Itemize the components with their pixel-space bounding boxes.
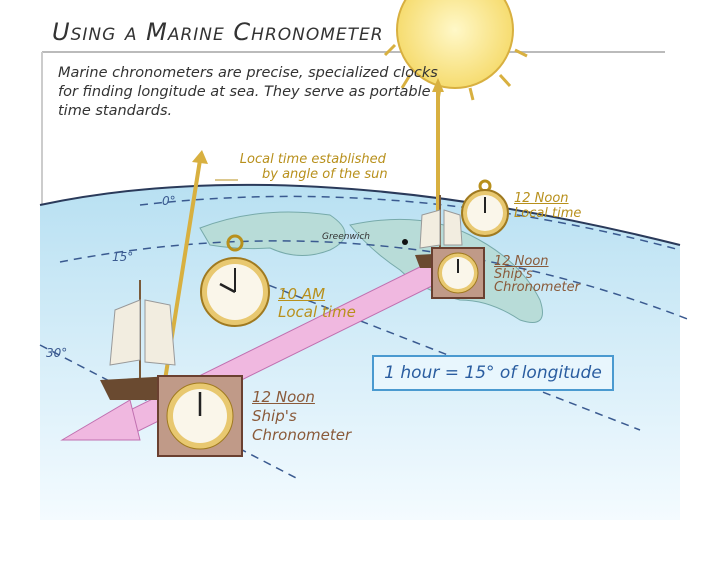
intro-text: Marine chronometers are precise, special… bbox=[58, 65, 438, 119]
route-arrowhead bbox=[60, 399, 141, 441]
pocket-watch-10am-icon bbox=[200, 234, 270, 327]
sun-label-line1: Local time established bbox=[239, 152, 386, 167]
greenwich-label: Greenwich bbox=[322, 232, 370, 242]
globe-horizon bbox=[39, 183, 681, 246]
right-chrono-line3: Chronometer bbox=[494, 280, 580, 295]
latitude-label-15: 15° bbox=[112, 250, 134, 264]
ship-left-icon bbox=[100, 280, 190, 400]
meridian-line bbox=[229, 269, 641, 431]
left-chrono-line1: 12 Noon bbox=[252, 388, 315, 406]
page-title: Using a Marine Chronometer bbox=[52, 18, 384, 46]
left-chrono-line3: Chronometer bbox=[252, 426, 352, 444]
ship-chronometer-right-icon bbox=[431, 247, 485, 299]
pocket-watch-noon-icon bbox=[461, 179, 509, 237]
left-local-time-label: 10 AM Local time bbox=[278, 285, 356, 321]
latitude-label-0: 0° bbox=[162, 194, 176, 208]
latitude-0 bbox=[139, 195, 681, 251]
left-chronometer-label: 12 Noon Ship's Chronometer bbox=[252, 388, 351, 445]
sun-angle-label: Local time established by angle of the s… bbox=[238, 152, 388, 182]
latitude-label-30: 30° bbox=[46, 346, 68, 360]
right-chronometer-label: 12 Noon Ship's Chronometer bbox=[494, 255, 580, 294]
greenwich-marker bbox=[402, 239, 408, 245]
left-local-line2: Local time bbox=[278, 303, 356, 321]
ship-chronometer-left-icon bbox=[157, 375, 243, 457]
sun-label-line2: by angle of the sun bbox=[238, 167, 388, 182]
left-chrono-line2: Ship's bbox=[252, 407, 297, 425]
right-local-line2: Local time bbox=[514, 206, 582, 221]
right-chrono-line1: 12 Noon bbox=[494, 254, 549, 269]
right-local-time-label: 12 Noon Local time bbox=[514, 191, 581, 221]
right-chrono-line2: Ship's bbox=[494, 267, 533, 282]
right-local-line1: 12 Noon bbox=[514, 191, 569, 206]
left-local-line1: 10 AM bbox=[278, 285, 326, 303]
conversion-box: 1 hour = 15° of longitude bbox=[372, 355, 614, 391]
landmass bbox=[199, 211, 346, 256]
latitude-15 bbox=[59, 240, 691, 321]
